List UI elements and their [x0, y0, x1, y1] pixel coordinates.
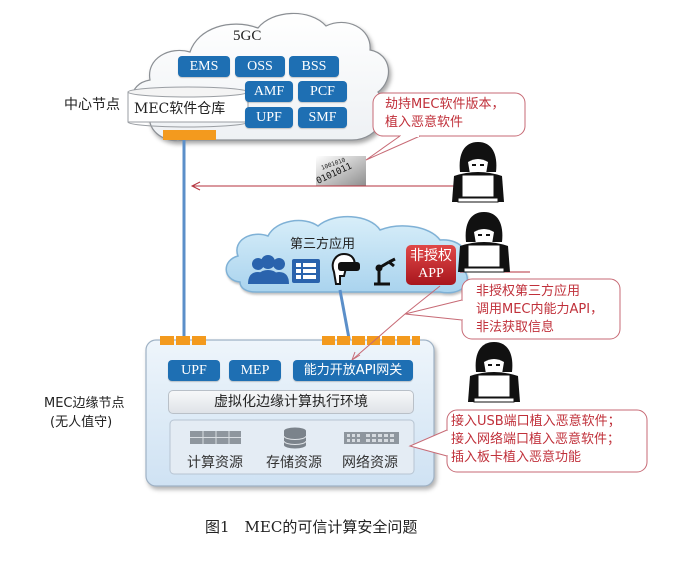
api-gateway: 能力开放API网关: [293, 360, 413, 381]
hacker-icon-2: [458, 212, 510, 273]
hacker-icon-3: [468, 342, 520, 403]
repository-cylinder: [127, 86, 249, 128]
core-cloud-title: 5GC: [233, 28, 262, 44]
software-repository: MEC软件仓库: [134, 101, 226, 117]
callout-bubble-3: [408, 409, 648, 473]
callout-3-line-2: 接入网络端口植入恶意软件；: [451, 432, 621, 447]
callout-bubble-2: [351, 278, 621, 361]
callout-1-text: 劫持MEC软件版本， 植入恶意软件: [385, 96, 505, 132]
resource-network: 网络资源: [342, 455, 398, 471]
core-port: [163, 130, 216, 140]
callout-1-line-2: 植入恶意软件: [385, 115, 464, 130]
unauthorized-app: 非授权 APP: [406, 245, 456, 285]
edge-function-upf: UPF: [168, 360, 220, 381]
function-bss: BSS: [289, 56, 339, 77]
function-amf: AMF: [245, 81, 293, 102]
edge-node-label: MEC边缘节点 (无人值守): [44, 392, 125, 430]
attack-arrow-1: [190, 181, 455, 191]
vr-headset-icon: [331, 252, 360, 285]
robot-arm-icon: [374, 257, 396, 286]
callout-2-line-3: 非法获取信息: [476, 320, 555, 335]
callout-3-text: 接入USB端口植入恶意软件； 接入网络端口植入恶意软件； 插入板卡植入恶意功能: [451, 413, 621, 467]
function-upf-core: UPF: [245, 107, 293, 128]
function-pcf: PCF: [298, 81, 347, 102]
callout-2-line-1: 非授权第三方应用: [476, 284, 581, 299]
callout-bubble-1: [365, 92, 526, 161]
callout-3-line-3: 插入板卡植入恶意功能: [451, 450, 582, 465]
resource-compute: 计算资源: [187, 455, 243, 471]
edge-function-mep: MEP: [229, 360, 281, 381]
virtualization-environment: 虚拟化边缘计算执行环境: [168, 390, 414, 414]
database-icon: [283, 427, 307, 449]
center-node-label: 中心节点: [64, 97, 120, 113]
unauthorized-app-line1: 非授权: [410, 248, 452, 264]
edge-ports: [160, 336, 420, 345]
dashboard-icon: [292, 259, 320, 283]
unauthorized-app-line2: APP: [418, 266, 444, 281]
function-oss: OSS: [235, 56, 285, 77]
function-smf: SMF: [298, 107, 347, 128]
users-icon: [248, 255, 289, 284]
network-switch-icon: [344, 432, 399, 444]
resource-storage: 存储资源: [266, 455, 322, 471]
binary-data-icon: 0101011 1001010: [315, 156, 366, 187]
callout-1-line-1: 劫持MEC软件版本，: [385, 97, 505, 112]
edge-node-label-line-2: (无人值守): [50, 415, 113, 430]
hacker-icon-1: [452, 142, 504, 203]
function-ems: EMS: [178, 56, 230, 77]
callout-2-text: 非授权第三方应用 调用MEC内能力API， 非法获取信息: [476, 283, 603, 337]
third-party-title: 第三方应用: [290, 237, 356, 252]
server-rack-icon: [190, 431, 241, 444]
edge-node-label-line-1: MEC边缘节点: [44, 396, 125, 411]
callout-3-line-1: 接入USB端口植入恶意软件；: [451, 414, 621, 429]
figure-caption: 图1 MEC的可信计算安全问题: [205, 518, 418, 536]
callout-2-line-2: 调用MEC内能力API，: [476, 302, 604, 317]
